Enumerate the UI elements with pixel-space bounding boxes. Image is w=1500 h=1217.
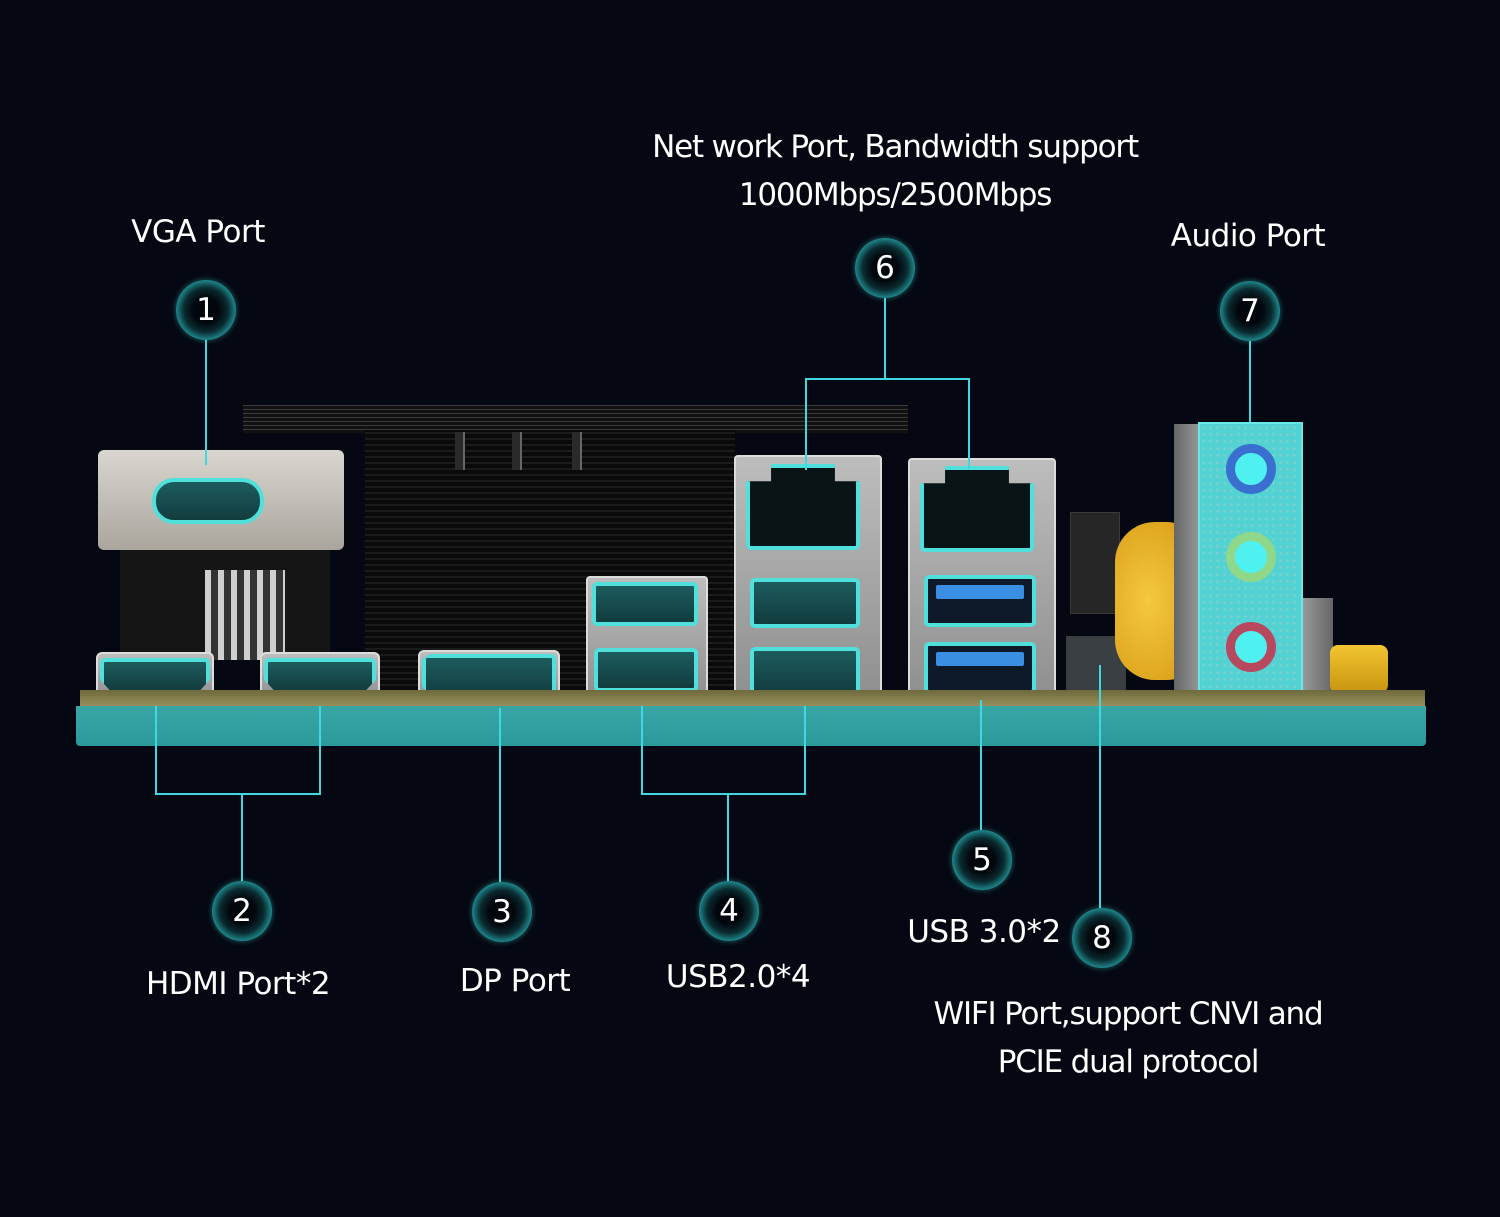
label-hdmi-port: HDMI Port*2 [128, 960, 348, 1008]
highlight-base-strip [76, 706, 1426, 746]
label-line: Net work Port, Bandwidth support [652, 129, 1139, 165]
label-network-port: Net work Port, Bandwidth support 1000Mbp… [620, 123, 1170, 219]
label-line: PCIE dual protocol [997, 1044, 1260, 1081]
capacitor [1330, 645, 1388, 693]
label-usb2: USB2.0*4 [650, 953, 826, 1001]
callout-badge-1: 1 [176, 280, 236, 340]
heatsink-fin [572, 432, 582, 470]
audio-jack-line-out [1226, 532, 1276, 582]
heatsink-top [243, 405, 908, 433]
callout-badge-8: 8 [1072, 908, 1132, 968]
label-line: WIFI Port,support CNVI and [933, 996, 1324, 1032]
label-vga-port: VGA Port [112, 208, 284, 256]
vga-port [152, 478, 264, 524]
callout-badge-3: 3 [472, 882, 532, 942]
audio-jack-line-in [1226, 444, 1276, 494]
audio-housing-side [1174, 424, 1200, 700]
heatsink-fin [512, 432, 522, 470]
usb2-port-3 [750, 578, 860, 628]
usb3-port-1 [924, 575, 1036, 627]
callout-line-4 [641, 706, 806, 795]
vga-pins [205, 570, 285, 660]
heatsink-fin [455, 432, 465, 470]
wifi-header [1070, 512, 1120, 614]
callout-badge-7: 7 [1220, 281, 1280, 341]
callout-badge-6: 6 [855, 238, 915, 298]
label-usb3: USB 3.0*2 [898, 908, 1070, 956]
label-dp-port: DP Port [440, 957, 590, 1005]
usb2-port-1 [592, 582, 698, 626]
label-line: 1000Mbps/2500Mbps [738, 177, 1053, 214]
audio-jack-mic [1226, 622, 1276, 672]
callout-line-2 [155, 706, 321, 795]
callout-line-6 [805, 378, 970, 470]
callout-badge-4: 4 [699, 881, 759, 941]
label-line: USB2.0*4 [665, 959, 811, 995]
label-audio-port: Audio Port [1150, 212, 1346, 260]
label-line: Audio Port [1170, 218, 1326, 254]
label-line: DP Port [459, 963, 571, 999]
label-wifi-port: WIFI Port,support CNVI and PCIE dual pro… [910, 990, 1346, 1086]
pcb-edge [80, 690, 1425, 708]
label-line: HDMI Port*2 [145, 966, 331, 1002]
label-line: VGA Port [131, 214, 265, 250]
side-connector [1303, 598, 1333, 693]
label-line: USB 3.0*2 [907, 914, 1061, 950]
callout-badge-5: 5 [952, 830, 1012, 890]
callout-badge-2: 2 [212, 881, 272, 941]
